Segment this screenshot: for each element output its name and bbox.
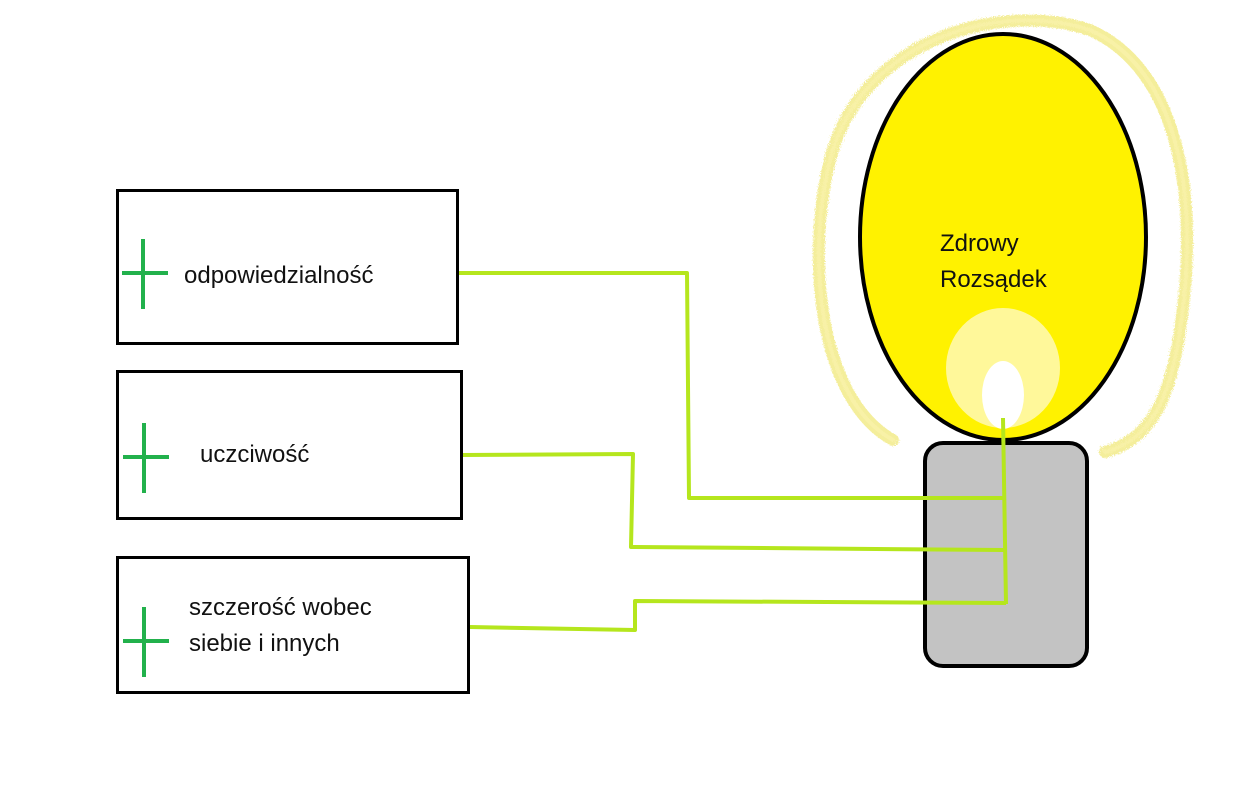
- value-box-szczerosc: szczerość wobec siebie i innych: [116, 556, 470, 694]
- wick: [1001, 417, 1008, 605]
- value-box-odpowiedzialnosc: odpowiedzialność: [116, 189, 459, 345]
- plus-icon: [122, 239, 168, 309]
- flame-glow: [812, 14, 1194, 458]
- wire-odpowiedzialnosc: [458, 271, 1004, 500]
- box-label: odpowiedzialność: [184, 262, 374, 289]
- wire-uczciwosc: [459, 452, 1005, 552]
- box-label: uczciwość: [200, 441, 310, 468]
- flame-label: Zdrowy Rozsądek: [940, 230, 1047, 293]
- plus-icon: [123, 607, 169, 677]
- value-box-uczciwosc: uczciwość: [116, 370, 463, 520]
- wire-szczerosc: [469, 599, 1007, 632]
- flame-core: [982, 361, 1024, 429]
- plus-icon: [123, 423, 169, 493]
- box-label: szczerość wobec siebie i innych: [189, 594, 372, 657]
